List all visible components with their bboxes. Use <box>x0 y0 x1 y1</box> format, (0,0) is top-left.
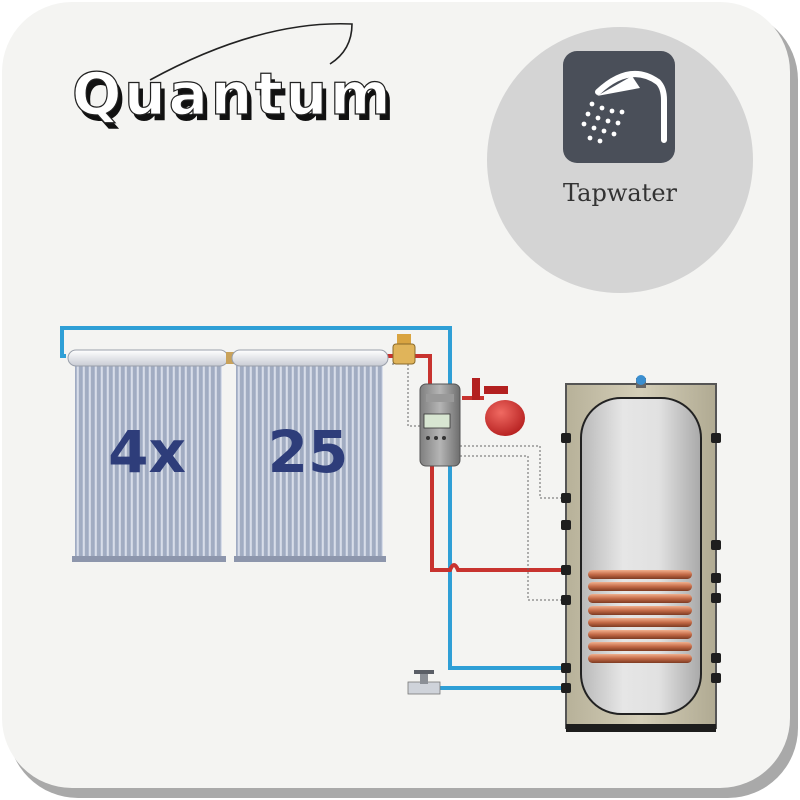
tank-ports-right <box>711 433 721 683</box>
shower-icon-bg <box>563 51 675 163</box>
tank-ports-left <box>561 433 571 693</box>
controller-display <box>423 413 451 429</box>
collector-right-tubes <box>236 362 383 560</box>
storage-tank <box>561 375 721 732</box>
brand-name-shadow: Quantum <box>76 66 397 134</box>
brand-name: Quantum <box>72 60 393 128</box>
collector-right-text: 25 <box>268 418 349 486</box>
tank-vessel <box>580 397 702 715</box>
collector-left-tubes <box>75 362 222 560</box>
pump-station <box>419 383 461 467</box>
collector-left-text: 4x <box>108 418 186 486</box>
brand-logo: Quantum Quantum <box>71 22 397 134</box>
collector-right-header <box>231 349 389 367</box>
heat-exchanger-coil <box>588 570 692 663</box>
tap-valve <box>407 670 441 695</box>
collector-right-base <box>234 556 386 562</box>
collector-right: 25 <box>231 349 389 562</box>
collector-left-base <box>72 556 226 562</box>
badge-label: Tapwater <box>563 179 678 207</box>
logo-swoosh <box>149 22 353 81</box>
tapwater-badge: Tapwater <box>487 27 753 293</box>
collector-left-header <box>67 349 229 367</box>
expansion-vessel <box>472 378 525 436</box>
collector-left: 4x <box>67 349 229 562</box>
air-vent <box>392 334 416 365</box>
shower-icon <box>581 71 667 144</box>
